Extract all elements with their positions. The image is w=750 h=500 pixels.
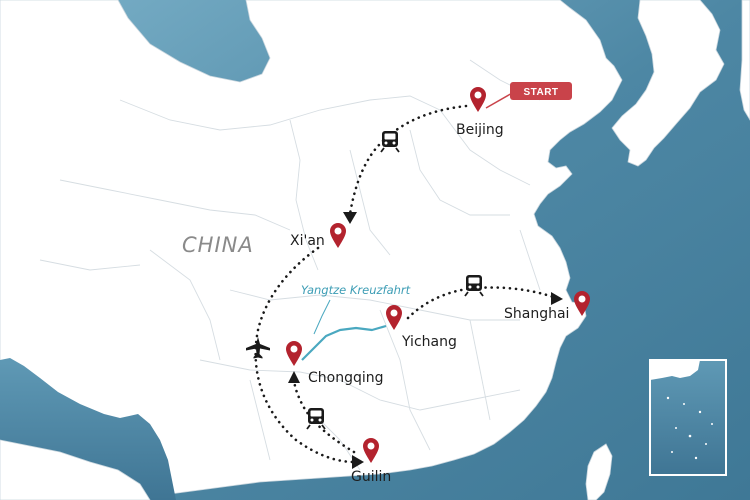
arrowhead-xian xyxy=(343,212,357,224)
route-xian-guilin xyxy=(254,246,356,464)
city-label-guilin: Guilin xyxy=(351,469,391,485)
plane-icon xyxy=(246,337,270,359)
inset-coast xyxy=(650,360,700,380)
city-label-chongqing: Chongqing xyxy=(308,370,384,386)
taiwan-island xyxy=(585,443,613,500)
arrowhead-guilin xyxy=(352,455,364,469)
city-label-yichang: Yichang xyxy=(401,334,457,350)
pin-icon xyxy=(363,438,379,463)
south-china-sea-inset xyxy=(649,359,727,476)
route-guilin-chongqing xyxy=(292,376,356,454)
start-leader-line xyxy=(485,91,515,109)
route-yichang-shanghai xyxy=(406,286,558,320)
city-label-shanghai: Shanghai xyxy=(504,306,569,322)
route-beijing-xian xyxy=(348,104,468,216)
arrowhead-chongqing xyxy=(288,371,300,383)
train-icon xyxy=(380,131,400,153)
pin-icon xyxy=(386,305,402,330)
pin-icon xyxy=(286,341,302,366)
city-label-xian: Xi'an xyxy=(290,233,325,249)
city-label-beijing: Beijing xyxy=(456,122,504,138)
start-badge xyxy=(510,82,572,100)
train-icon xyxy=(306,408,326,430)
start-badge-label: START xyxy=(523,87,558,98)
river-label-leader xyxy=(313,299,331,335)
arrowhead-shanghai xyxy=(551,292,563,305)
train-icon xyxy=(464,275,484,297)
pin-icon xyxy=(330,223,346,248)
korea-peninsula xyxy=(611,0,725,167)
mainland-china xyxy=(0,0,623,500)
province-borders xyxy=(39,59,541,471)
pin-icon xyxy=(470,87,486,112)
inset-islands xyxy=(666,396,713,460)
japan-coast xyxy=(739,0,750,121)
yangtze-river xyxy=(301,324,387,361)
river-label: Yangtze Kreuzfahrt xyxy=(301,283,411,297)
country-label: CHINA xyxy=(182,233,254,257)
pin-icon xyxy=(574,291,590,316)
southwest-land xyxy=(0,439,151,500)
